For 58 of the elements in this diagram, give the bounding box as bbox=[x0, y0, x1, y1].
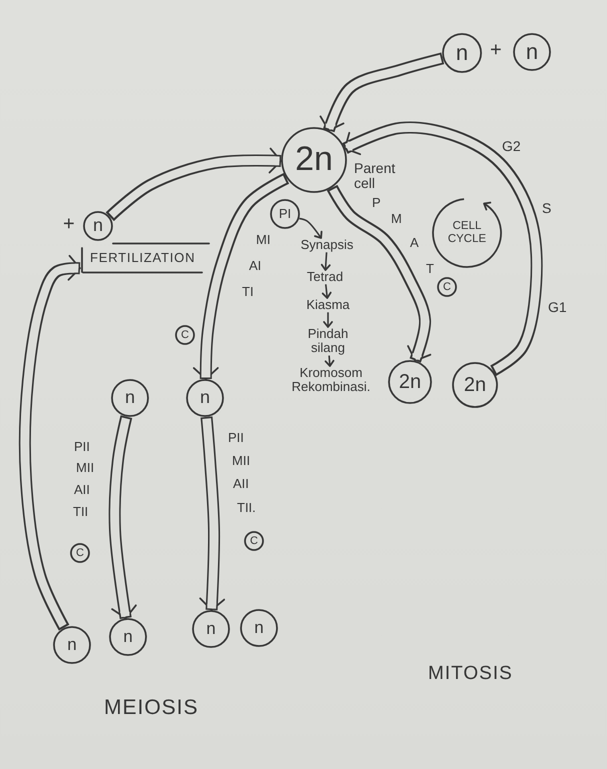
section-title: MEIOSIS bbox=[104, 697, 199, 718]
stage-circle: C bbox=[437, 277, 457, 297]
arrow bbox=[322, 284, 332, 299]
cell-circle: n bbox=[240, 609, 278, 647]
phase-label: AI bbox=[249, 259, 262, 272]
cell-circle: n bbox=[109, 618, 147, 656]
phase-label: G1 bbox=[548, 300, 567, 314]
stage-circle: PI bbox=[270, 199, 300, 229]
arrow bbox=[323, 312, 333, 328]
cell-circle: 2n bbox=[452, 362, 498, 408]
label-box: FERTILIZATION bbox=[80, 242, 210, 274]
double-line-arrow bbox=[320, 52, 444, 132]
section-title: MITOSIS bbox=[428, 664, 513, 683]
stage-circle: C bbox=[175, 325, 195, 345]
phase-label: TI bbox=[242, 285, 254, 298]
double-line-arrow bbox=[192, 172, 290, 380]
plus-sign: + bbox=[490, 40, 502, 60]
phase-label: M bbox=[391, 212, 402, 225]
double-line-arrow bbox=[108, 415, 137, 620]
phase-label: P bbox=[372, 196, 381, 209]
step-label: Synapsis bbox=[297, 238, 357, 252]
cell-circle: n bbox=[192, 610, 230, 648]
phase-label: MII bbox=[76, 461, 94, 474]
arrow bbox=[299, 218, 322, 239]
cell-caption: Parent cell bbox=[354, 161, 396, 192]
double-line-arrow bbox=[18, 254, 81, 631]
cell-circle: n bbox=[513, 33, 551, 71]
phase-label: TII. bbox=[237, 501, 256, 514]
phase-label: PII bbox=[228, 431, 244, 444]
phase-label: TII bbox=[73, 505, 88, 518]
phase-label: G2 bbox=[502, 139, 521, 153]
double-line-arrow bbox=[199, 416, 225, 611]
cell-circle: n bbox=[186, 379, 224, 417]
cell-circle: n bbox=[83, 211, 113, 241]
cell-circle: 2n bbox=[281, 127, 347, 193]
phase-label: S bbox=[542, 201, 552, 215]
phase-label: AII bbox=[74, 483, 90, 496]
cell-circle: n bbox=[53, 626, 91, 664]
cell-circle: n bbox=[442, 33, 482, 73]
cell-circle: 2n bbox=[388, 360, 432, 404]
cell-circle: n bbox=[111, 379, 149, 417]
double-line-arrow bbox=[106, 148, 282, 222]
phase-label: AII bbox=[233, 477, 249, 490]
phase-label: PII bbox=[74, 440, 90, 453]
phase-label: MI bbox=[256, 233, 270, 246]
double-line-arrow bbox=[326, 184, 432, 363]
phase-label: MII bbox=[232, 454, 250, 467]
plus-sign: + bbox=[63, 214, 75, 234]
step-label: Kiasma bbox=[302, 298, 354, 312]
step-label: Tetrad bbox=[300, 270, 350, 284]
arrow bbox=[324, 356, 334, 367]
arrow bbox=[320, 252, 331, 271]
stage-circle: C bbox=[70, 543, 90, 563]
step-label: Pindah silang bbox=[300, 327, 356, 356]
step-label: Kromosom Rekombinasi. bbox=[288, 366, 374, 395]
phase-label: A bbox=[410, 236, 419, 249]
stage-circle: C bbox=[244, 531, 264, 551]
phase-label: T bbox=[426, 262, 434, 275]
